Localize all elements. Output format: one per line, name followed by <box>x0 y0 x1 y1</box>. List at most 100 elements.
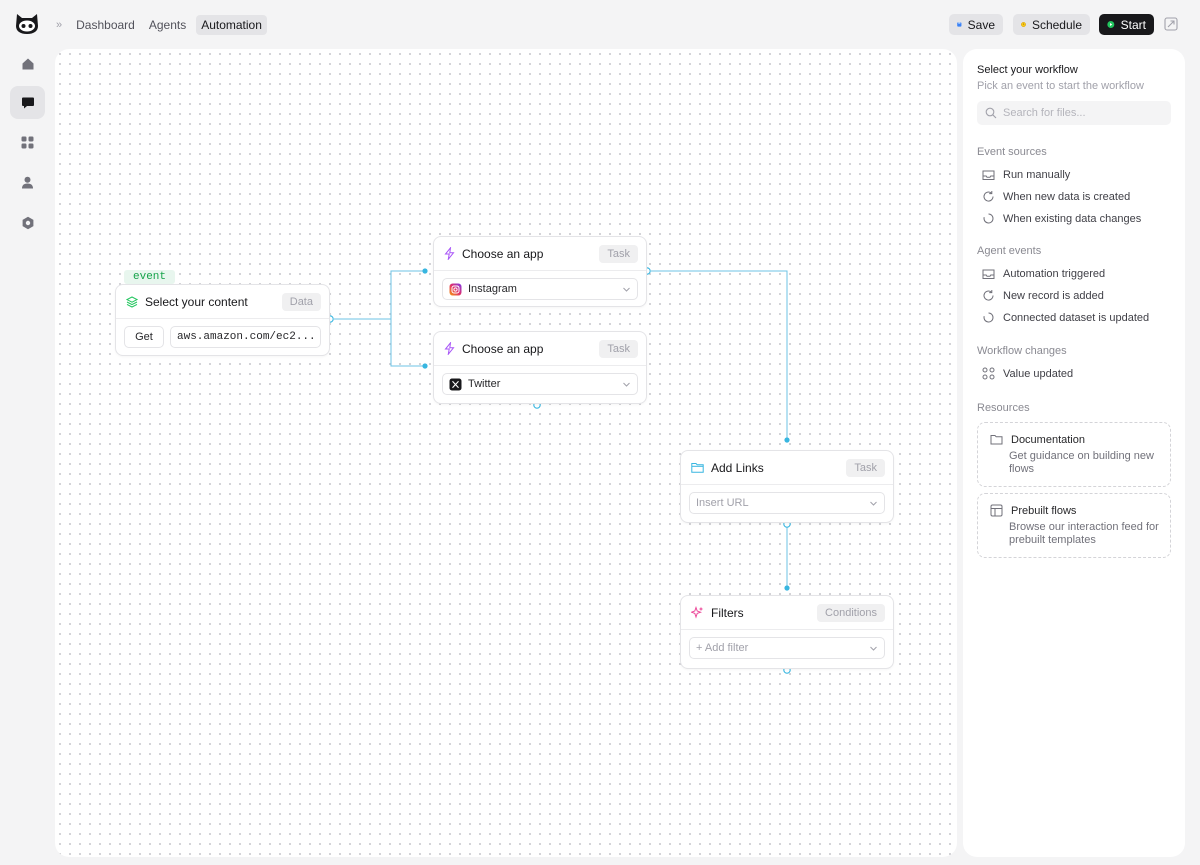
app-node-2-title: Choose an app <box>462 341 544 356</box>
schedule-button[interactable]: Schedule <box>1013 14 1090 35</box>
search-icon <box>985 107 997 119</box>
refresh-icon <box>983 290 994 301</box>
resource-desc: Browse our interaction feed for prebuilt… <box>1009 521 1159 546</box>
search-input[interactable] <box>1003 107 1163 119</box>
add-filter-select[interactable]: + Add filter <box>689 637 885 659</box>
refresh-icon <box>983 191 994 202</box>
app-node-twitter[interactable]: Choose an app Task Twitter <box>433 331 647 404</box>
app-node-2-tag: Task <box>599 339 638 358</box>
expand-icon[interactable] <box>1164 17 1178 31</box>
item-label: Connected dataset is updated <box>1003 311 1150 324</box>
item-value-updated[interactable]: Value updated <box>982 367 1073 380</box>
event-badge: event <box>124 270 176 284</box>
breadcrumb: » Dashboard Agents Automation <box>56 14 267 35</box>
save-icon <box>957 22 962 27</box>
folder-icon <box>691 463 704 473</box>
item-automation-triggered[interactable]: Automation triggered <box>982 267 1105 280</box>
search-box[interactable] <box>977 101 1171 125</box>
app-node-instagram[interactable]: Choose an app Task Instagram <box>433 236 647 307</box>
breadcrumb-dashboard[interactable]: Dashboard <box>76 17 135 32</box>
item-new-data-created[interactable]: When new data is created <box>982 190 1130 203</box>
nav-chat[interactable] <box>10 86 45 119</box>
url-value: aws.amazon.com/ec2... <box>177 331 316 343</box>
item-run-manually[interactable]: Run manually <box>982 168 1070 181</box>
schedule-label: Schedule <box>1031 17 1082 32</box>
app-node-1-tag: Task <box>599 244 638 263</box>
nav-settings[interactable] <box>10 206 45 239</box>
app-select-1-value: Instagram <box>468 283 517 295</box>
play-icon <box>1107 21 1115 28</box>
app-select-1[interactable]: Instagram <box>442 278 638 300</box>
add-links-node[interactable]: Add Links Task Insert URL <box>680 450 894 523</box>
panel-title: Select your workflow <box>977 64 1078 76</box>
start-label: Start <box>1120 17 1146 32</box>
breadcrumb-agents[interactable]: Agents <box>148 17 187 32</box>
inbox-icon <box>982 269 995 279</box>
folder-icon <box>990 435 1003 445</box>
instagram-icon <box>449 283 462 295</box>
bolt-icon <box>444 342 455 355</box>
nodes-icon <box>982 367 995 380</box>
start-button[interactable]: Start <box>1099 14 1154 35</box>
content-node-tag: Data <box>281 292 321 311</box>
content-node-title: Select your content <box>145 294 248 309</box>
user-icon <box>22 176 33 189</box>
x-twitter-icon <box>449 378 462 390</box>
section-resources: Resources <box>977 402 1030 414</box>
section-workflow-changes: Workflow changes <box>977 345 1067 357</box>
section-agent-events: Agent events <box>977 245 1042 257</box>
loading-icon <box>983 312 994 323</box>
sparkles-icon <box>691 606 704 619</box>
url-select[interactable]: aws.amazon.com/ec2... <box>170 326 321 348</box>
nav-apps[interactable] <box>10 126 45 159</box>
filters-tag: Conditions <box>817 603 885 622</box>
filters-node[interactable]: Filters Conditions + Add filter <box>680 595 894 669</box>
save-label: Save <box>967 17 995 32</box>
workflow-canvas[interactable]: event Select your content Data Get aws.a… <box>55 49 957 857</box>
layout-icon <box>990 504 1003 517</box>
item-label: New record is added <box>1003 289 1104 302</box>
grid-icon <box>21 136 34 149</box>
add-filter-placeholder: + Add filter <box>696 642 749 654</box>
method-select[interactable]: Get <box>124 326 164 348</box>
section-event-sources: Event sources <box>977 146 1047 158</box>
item-existing-data-changes[interactable]: When existing data changes <box>982 212 1141 225</box>
item-label: Run manually <box>1003 168 1071 181</box>
resource-title: Documentation <box>1011 433 1085 446</box>
resource-desc: Get guidance on building new flows <box>1009 450 1154 475</box>
item-label: Automation triggered <box>1003 267 1106 280</box>
method-value: Get <box>135 331 153 343</box>
settings-icon <box>22 216 33 229</box>
filters-title: Filters <box>711 605 744 620</box>
chat-icon <box>21 97 34 108</box>
chevron-down-icon <box>870 646 877 651</box>
top-bar: » Dashboard Agents Automation Save Sched… <box>0 0 1200 48</box>
connection-wires <box>326 267 791 674</box>
nav-home[interactable] <box>10 47 45 80</box>
add-links-tag: Task <box>846 458 885 477</box>
chevron-down-icon <box>870 501 877 506</box>
app-node-1-title: Choose an app <box>462 246 544 261</box>
resource-documentation[interactable]: Documentation Get guidance on building n… <box>977 422 1171 487</box>
workflow-panel: Select your workflow Pick an event to st… <box>963 49 1185 857</box>
content-node[interactable]: Select your content Data Get aws.amazon.… <box>115 284 330 356</box>
logo-icon[interactable] <box>15 13 39 35</box>
chevrons-right-icon: » <box>56 18 63 31</box>
save-button[interactable]: Save <box>949 14 1003 35</box>
chevron-down-icon <box>623 382 630 387</box>
app-select-2[interactable]: Twitter <box>442 373 638 395</box>
nav-users[interactable] <box>10 166 45 199</box>
breadcrumb-automation[interactable]: Automation <box>196 14 267 35</box>
item-new-record-added[interactable]: New record is added <box>982 289 1104 302</box>
resource-title: Prebuilt flows <box>1011 504 1077 517</box>
resource-prebuilt-flows[interactable]: Prebuilt flows Browse our interaction fe… <box>977 493 1171 558</box>
app-select-2-value: Twitter <box>468 378 501 390</box>
url-input-placeholder: Insert URL <box>696 497 749 509</box>
url-input[interactable]: Insert URL <box>689 492 885 514</box>
panel-subtitle: Pick an event to start the workflow <box>977 80 1144 92</box>
item-label: Value updated <box>1003 367 1074 380</box>
add-links-title: Add Links <box>711 460 764 475</box>
item-dataset-updated[interactable]: Connected dataset is updated <box>982 311 1149 324</box>
inbox-icon <box>982 170 995 180</box>
item-label: When existing data changes <box>1003 212 1142 225</box>
